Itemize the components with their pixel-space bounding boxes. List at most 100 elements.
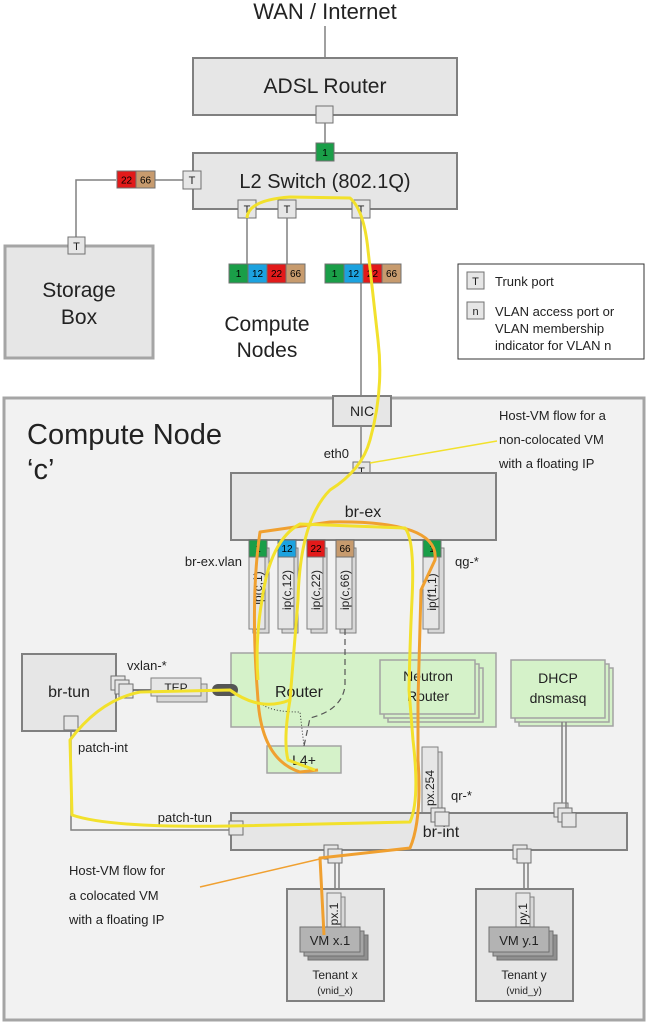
legend-access-label-2: VLAN membership	[495, 321, 604, 336]
compute-b-vlan-22-label: 22	[367, 269, 379, 280]
qg-label: qg-*	[455, 554, 479, 569]
compute-b-vlan-1-label: 1	[332, 269, 338, 280]
compute-a-vlan-66-label: 66	[290, 269, 302, 280]
patch-int-port	[63, 715, 79, 731]
storage-trunk-label: T	[73, 241, 80, 253]
qr-port-2	[434, 811, 450, 827]
switch-trunk-c-label: T	[358, 204, 365, 216]
brint-port-y-2	[516, 848, 532, 864]
br-ex-vlan-label: br-ex.vlan	[185, 554, 242, 569]
wan-label: WAN / Internet	[253, 0, 396, 24]
note-colocated-1: Host-VM flow for	[69, 863, 166, 878]
legend-trunk-label: Trunk port	[495, 274, 554, 289]
vm-y-box	[488, 926, 550, 953]
vm-x-label: VM x.1	[310, 933, 350, 948]
storage-vlan-22-label: 22	[121, 176, 133, 187]
px1-label: px.1	[327, 902, 341, 925]
nic-label: NIC	[350, 403, 374, 419]
adsl-port	[315, 105, 334, 124]
dhcp-box	[510, 659, 606, 719]
neutron-router-label-1: Neutron	[403, 668, 453, 684]
note-noncolocated-2: non-colocated VM	[499, 432, 604, 447]
tenant-x-label: Tenant x	[312, 968, 357, 982]
vm-x-box	[299, 926, 361, 953]
ip-c66-label: ip(c,66)	[338, 570, 352, 610]
compute-node-title-2: ‘c’	[27, 454, 54, 486]
ip-c12-label: ip(c,12)	[280, 570, 294, 610]
legend-trunk-port	[466, 271, 485, 290]
flow-colocated	[252, 520, 437, 936]
storage-box	[3, 244, 155, 360]
compute-b-vlan-12-label: 12	[348, 269, 360, 280]
storage-box-label-2: Box	[61, 306, 98, 329]
patch-tun-label: patch-tun	[158, 810, 212, 825]
note-noncolocated-1: Host-VM flow for a	[499, 408, 607, 423]
dhcp-label-2: dnsmasq	[530, 690, 587, 706]
neutron-router-box	[379, 659, 476, 715]
adsl-router-label: ADSL Router	[264, 75, 387, 98]
compute-a-vlan-66	[285, 263, 306, 284]
storage-link	[75, 179, 116, 238]
qr-label: qr-*	[451, 788, 472, 803]
br-ex-vlan-22	[306, 539, 326, 558]
note-noncolocated-3: with a floating IP	[498, 456, 594, 471]
px254-label: px.254	[423, 770, 437, 806]
legend-trunk-symbol: T	[472, 276, 479, 288]
br-ex-vlan-12-label: 12	[281, 544, 293, 555]
note-colocated-3: with a floating IP	[68, 912, 164, 927]
br-ex-vlan-22-label: 22	[310, 544, 322, 555]
py1-label: py.1	[516, 903, 530, 925]
tenant-x-vnid: (vnid_x)	[317, 986, 353, 997]
compute-a-vlan-22-label: 22	[271, 269, 283, 280]
neutron-router-label-2: Router	[407, 688, 449, 704]
vm-y-label: VM y.1	[499, 933, 539, 948]
dhcp-port-3	[561, 812, 577, 828]
compute-nodes-label-1: Compute	[224, 313, 309, 336]
compute-nodes-label-2: Nodes	[237, 339, 298, 362]
eth0-label: eth0	[324, 446, 349, 461]
tep-label: TEP	[164, 681, 187, 695]
legend-access-port	[466, 301, 485, 320]
br-ex-vlan-interfaces: 1 ip(c,1) 12 ip(c,12) 22 ip(c,22) 66 ip(…	[248, 539, 445, 634]
br-tun-label: br-tun	[48, 684, 90, 701]
legend-box	[457, 263, 645, 360]
storage-trunk-port	[67, 236, 86, 255]
tenant-y-vnid: (vnid_y)	[506, 986, 542, 997]
br-int-label: br-int	[423, 824, 460, 841]
switch-storage-trunk	[182, 170, 202, 190]
ip-c22-label: ip(c,22)	[309, 570, 323, 610]
vxlan-label: vxlan-*	[127, 658, 167, 673]
patch-int-label: patch-int	[78, 740, 128, 755]
ip-f11-label: ip(f1,1)	[425, 573, 439, 610]
br-ex-box	[230, 472, 497, 541]
compute-b-vlan-66-label: 66	[386, 269, 398, 280]
compute-b-vlan-66	[381, 263, 402, 284]
note-noncolocated-leader	[369, 440, 498, 464]
note-colocated-2: a colocated VM	[69, 888, 159, 903]
switch-trunk-b-label: T	[284, 204, 291, 216]
legend-access-label-1: VLAN access port or	[495, 304, 615, 319]
legend: T Trunk port n VLAN access port or VLAN …	[457, 263, 645, 360]
switch-trunk-a-label: T	[244, 204, 251, 216]
storage-vlan-66	[135, 170, 156, 189]
dhcp-label-1: DHCP	[538, 670, 578, 686]
compute-vlan-group-a: 1 12 22 66	[228, 263, 306, 284]
br-ex-vlan-66-label: 66	[339, 544, 351, 555]
legend-access-symbol: n	[472, 306, 478, 318]
nic-box	[332, 395, 392, 427]
tenant-y-label: Tenant y	[501, 968, 546, 982]
l2-switch-label: L2 Switch (802.1Q)	[239, 171, 410, 193]
compute-a-vlan-1-label: 1	[236, 269, 242, 280]
br-ex-vlan-66	[335, 539, 355, 558]
switch-uplink-port	[315, 142, 335, 162]
patch-tun-port	[228, 820, 244, 836]
legend-access-label-3: indicator for VLAN n	[495, 338, 611, 353]
compute-a-vlan-12-label: 12	[252, 269, 264, 280]
router-label: Router	[275, 684, 324, 701]
qg-vlan-1	[422, 539, 442, 558]
flow-noncolocated	[68, 195, 418, 828]
br-ex-label: br-ex	[345, 504, 381, 521]
storage-vlan-66-label: 66	[140, 176, 152, 187]
switch-uplink-vlan: 1	[322, 148, 328, 159]
